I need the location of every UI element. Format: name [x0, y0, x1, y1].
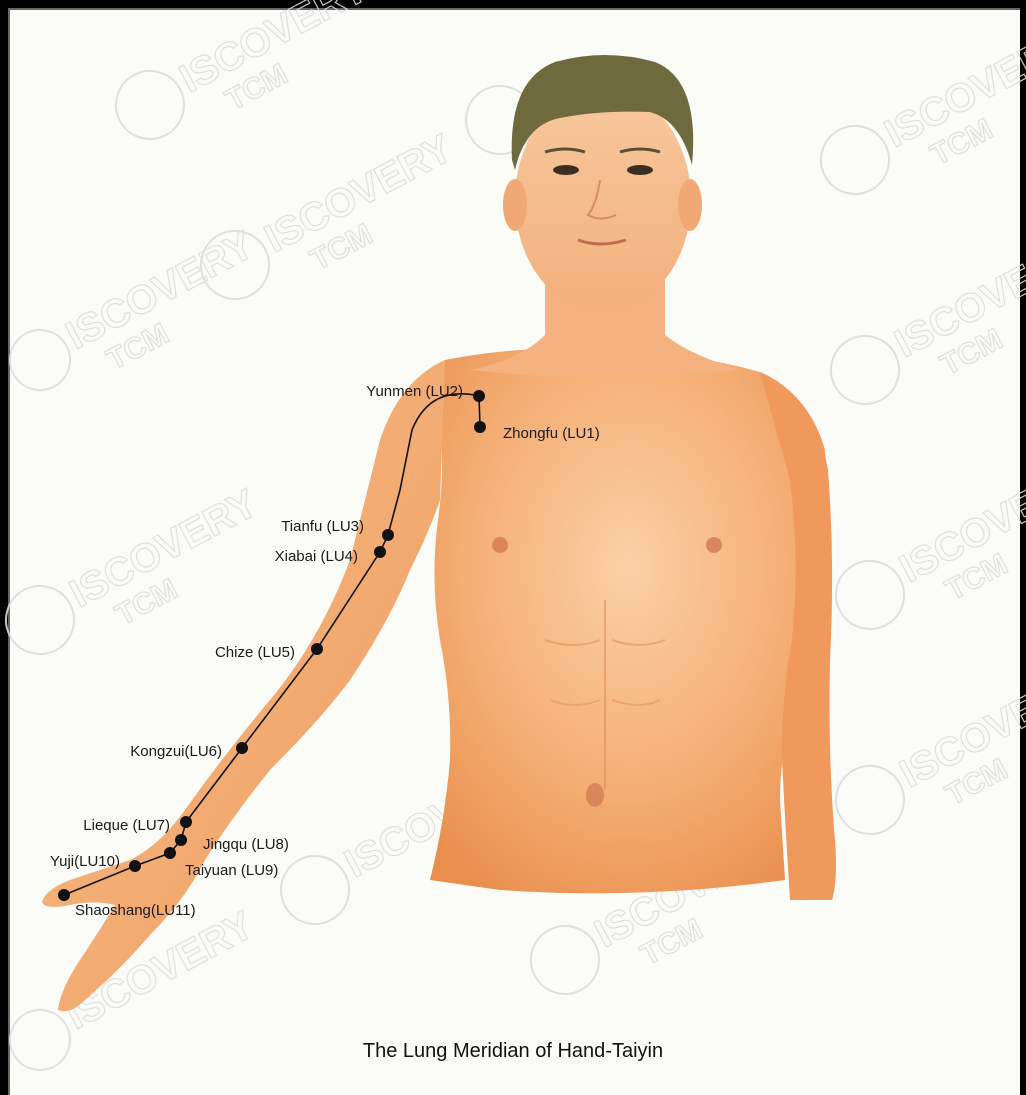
- point-lu11-dot: [58, 889, 70, 901]
- figure-caption: The Lung Meridian of Hand-Taiyin: [0, 1040, 1026, 1063]
- label-lu11: Shaoshang(LU11): [75, 902, 196, 919]
- ear-right: [678, 179, 702, 231]
- point-lu2-dot: [473, 390, 485, 402]
- point-lu8-dot: [175, 834, 187, 846]
- point-lu3-dot: [382, 529, 394, 541]
- label-lu2: Yunmen (LU2): [366, 383, 463, 400]
- point-lu10-dot: [129, 860, 141, 872]
- torso: [430, 349, 828, 894]
- point-lu7-dot: [180, 816, 192, 828]
- label-lu10: Yuji(LU10): [50, 853, 120, 870]
- ear-left: [503, 179, 527, 231]
- point-lu1-dot: [474, 421, 486, 433]
- label-lu8: Jingqu (LU8): [203, 836, 289, 853]
- label-lu4: Xiabai (LU4): [275, 548, 358, 565]
- point-lu6-dot: [236, 742, 248, 754]
- label-lu3: Tianfu (LU3): [281, 518, 364, 535]
- point-lu5-dot: [311, 643, 323, 655]
- label-lu6: Kongzui(LU6): [130, 743, 222, 760]
- point-lu9-dot: [164, 847, 176, 859]
- point-lu4-dot: [374, 546, 386, 558]
- label-lu7: Lieque (LU7): [83, 817, 170, 834]
- label-lu5: Chize (LU5): [215, 644, 295, 661]
- label-lu1: Zhongfu (LU1): [503, 425, 600, 442]
- label-lu9: Taiyuan (LU9): [185, 862, 278, 879]
